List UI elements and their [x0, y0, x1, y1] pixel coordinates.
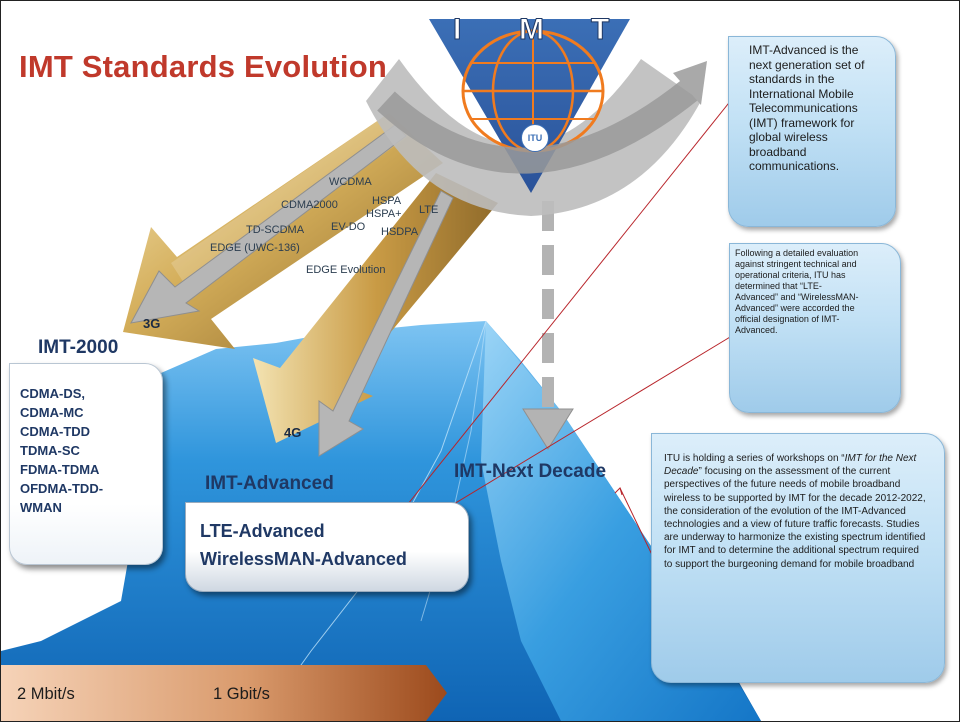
- imt-advanced-standard: LTE-Advanced: [200, 521, 325, 541]
- tech-label: WCDMA: [329, 176, 372, 188]
- tech-label: CDMA2000: [281, 199, 338, 211]
- list-item: OFDMA-TDD-: [20, 481, 104, 496]
- imt-2000-standards-list: CDMA-DS, CDMA-MC CDMA-TDD TDMA-SC FDMA-T…: [20, 384, 162, 517]
- callout-text-prefix: ITU is holding a series of workshops on …: [664, 453, 845, 464]
- tech-label: TD-SCDMA: [246, 224, 305, 236]
- imt-2000-heading: IMT-2000: [38, 337, 119, 358]
- list-item: CDMA-TDD: [20, 424, 91, 439]
- tech-label: HSPA: [372, 195, 402, 207]
- logo-letter-t: T: [590, 13, 610, 47]
- tech-label: EDGE Evolution: [306, 264, 386, 276]
- callout-text-emphasis: IMT for the Next Decade: [664, 453, 917, 478]
- arrow-grey-3g: [130, 124, 407, 324]
- imt-logo-letters: I M T: [452, 13, 623, 47]
- tech-label: HSDPA: [381, 226, 419, 238]
- callout-text-suffix: ” focusing on the assessment of the curr…: [664, 466, 926, 570]
- generation-3g-label: 3G: [143, 316, 161, 331]
- callout-text: Following a detailed evaluation against …: [735, 248, 859, 335]
- callout-text: IMT-Advanced is the next generation set …: [749, 43, 865, 173]
- tech-label: EV-DO: [331, 221, 366, 233]
- imt-2000-box: CDMA-DS, CDMA-MC CDMA-TDD TDMA-SC FDMA-T…: [9, 363, 163, 565]
- imt-advanced-heading: IMT-Advanced: [205, 473, 334, 494]
- logo-letter-i: I: [452, 13, 462, 47]
- imt-advanced-box: LTE-Advanced WirelessMAN-Advanced: [185, 502, 469, 592]
- callout-next-decade-workshops: ITU is holding a series of workshops on …: [651, 433, 945, 683]
- itu-emblem-text: ITU: [527, 133, 543, 143]
- arrow-4g: [253, 173, 498, 443]
- list-item: WMAN: [20, 500, 62, 515]
- imt-logo: [366, 19, 707, 216]
- speed-band: [1, 665, 447, 721]
- tech-label: LTE: [419, 204, 439, 216]
- list-item: TDMA-SC: [20, 443, 80, 458]
- callout-itu-evaluation: Following a detailed evaluation against …: [729, 243, 901, 413]
- speed-label-2mbit: 2 Mbit/s: [17, 685, 75, 703]
- list-item: CDMA-DS,: [20, 386, 85, 401]
- arrow-grey-4g: [318, 190, 454, 457]
- list-item: CDMA-MC: [20, 405, 84, 420]
- generation-4g-label: 4G: [284, 425, 302, 440]
- imt-next-decade-heading: IMT-Next Decade: [454, 461, 607, 482]
- arrow-dashed-next-decade: [522, 201, 574, 450]
- itu-emblem: ITU: [521, 124, 549, 152]
- slide-title: IMT Standards Evolution: [19, 49, 388, 84]
- tech-label: EDGE (UWC-136): [210, 242, 300, 254]
- callout-text: ITU is holding a series of workshops on …: [664, 452, 926, 571]
- tech-label: HSPA+: [366, 208, 402, 220]
- callout-imt-advanced-definition: IMT-Advanced is the next generation set …: [728, 36, 896, 227]
- logo-letter-m: M: [519, 13, 545, 47]
- list-item: FDMA-TDMA: [20, 462, 100, 477]
- speed-label-1gbit: 1 Gbit/s: [213, 685, 270, 703]
- imt-advanced-standard: WirelessMAN-Advanced: [200, 549, 407, 569]
